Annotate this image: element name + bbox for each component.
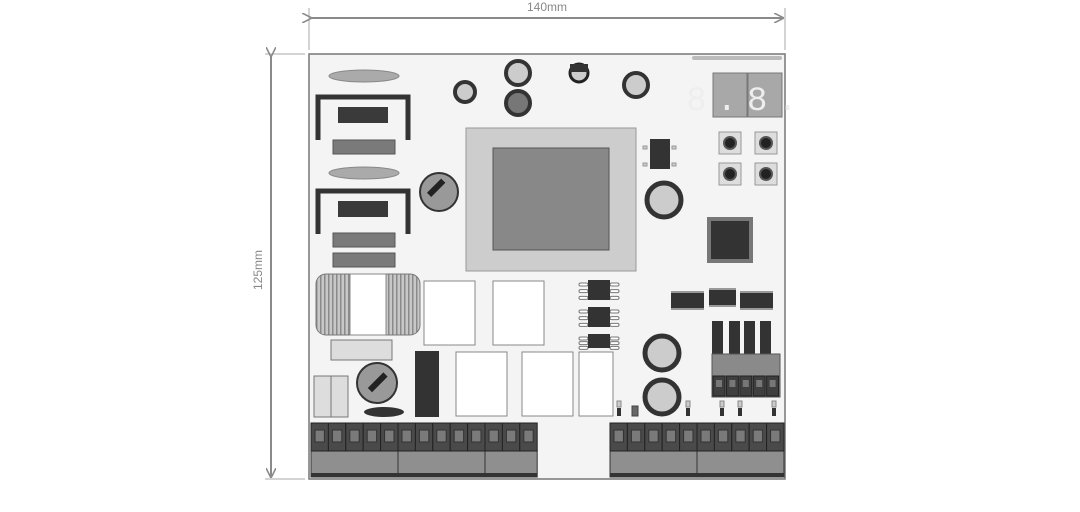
terminal [713, 422, 733, 452]
terminal [484, 422, 503, 452]
microcontroller [707, 217, 753, 263]
terminal [609, 422, 628, 452]
terminal [748, 422, 768, 452]
width-dimension: 140mm [309, 0, 786, 50]
soic-chip [578, 307, 620, 327]
terminal-block [310, 422, 399, 478]
soic-chip [709, 288, 736, 307]
terminal [345, 422, 364, 452]
terminal [712, 375, 726, 397]
push-button [754, 131, 778, 155]
soic-chip [671, 291, 704, 310]
terminal [731, 422, 750, 452]
terminal [679, 422, 698, 452]
terminal [397, 422, 416, 452]
terminal [725, 375, 739, 397]
push-button [718, 162, 742, 186]
terminal-block [609, 422, 698, 478]
terminal [752, 375, 766, 397]
terminal [626, 422, 646, 452]
led [771, 400, 777, 416]
terminal [739, 375, 753, 397]
terminal [362, 422, 382, 452]
terminal [467, 422, 486, 452]
soic-chip [578, 334, 620, 350]
push-button [718, 131, 742, 155]
terminal [519, 422, 538, 452]
heatsink-top [315, 69, 411, 155]
fuse-holder-top [419, 172, 459, 212]
terminal-block [397, 422, 486, 478]
display-digits: 8.8. [686, 83, 808, 121]
capacitors-top [453, 59, 650, 117]
terminal [766, 422, 785, 452]
led [719, 400, 725, 416]
terminal [310, 422, 329, 452]
terminal [449, 422, 469, 452]
soic-chip [578, 280, 620, 300]
led [737, 400, 743, 416]
terminal-block [484, 422, 538, 478]
terminal [432, 422, 451, 452]
relays [423, 280, 614, 417]
push-button [754, 162, 778, 186]
resistor [330, 339, 393, 361]
ic-chips [578, 280, 773, 350]
height-dimension: 125mm [251, 54, 305, 480]
led [685, 400, 691, 416]
capacitor [642, 333, 682, 373]
capacitor-block [313, 375, 349, 418]
terminal [414, 422, 434, 452]
seven-segment-display: 8.8. [686, 56, 808, 121]
terminal [661, 422, 681, 452]
terminal [696, 422, 715, 452]
fuse-holder-bottom [356, 362, 404, 417]
terminal [380, 422, 399, 452]
terminal [327, 422, 347, 452]
terminal-block [696, 422, 785, 478]
push-buttons [718, 131, 778, 186]
width-label: 140mm [527, 0, 567, 14]
height-label: 125mm [251, 250, 265, 290]
capacitor [644, 180, 684, 220]
led [616, 400, 622, 416]
capacitor [642, 377, 682, 417]
transformer [465, 127, 637, 272]
inductor [315, 273, 421, 336]
terminal [766, 375, 780, 397]
leds [616, 400, 777, 417]
terminal [501, 422, 521, 452]
power-transistor [415, 351, 439, 417]
soic-chip [740, 291, 773, 310]
terminal-blocks [310, 422, 785, 478]
terminal-block-small [712, 375, 780, 397]
terminal [644, 422, 663, 452]
heatsink-bottom [315, 166, 411, 268]
smd-component [631, 405, 639, 417]
bridge-rectifier [642, 139, 677, 169]
